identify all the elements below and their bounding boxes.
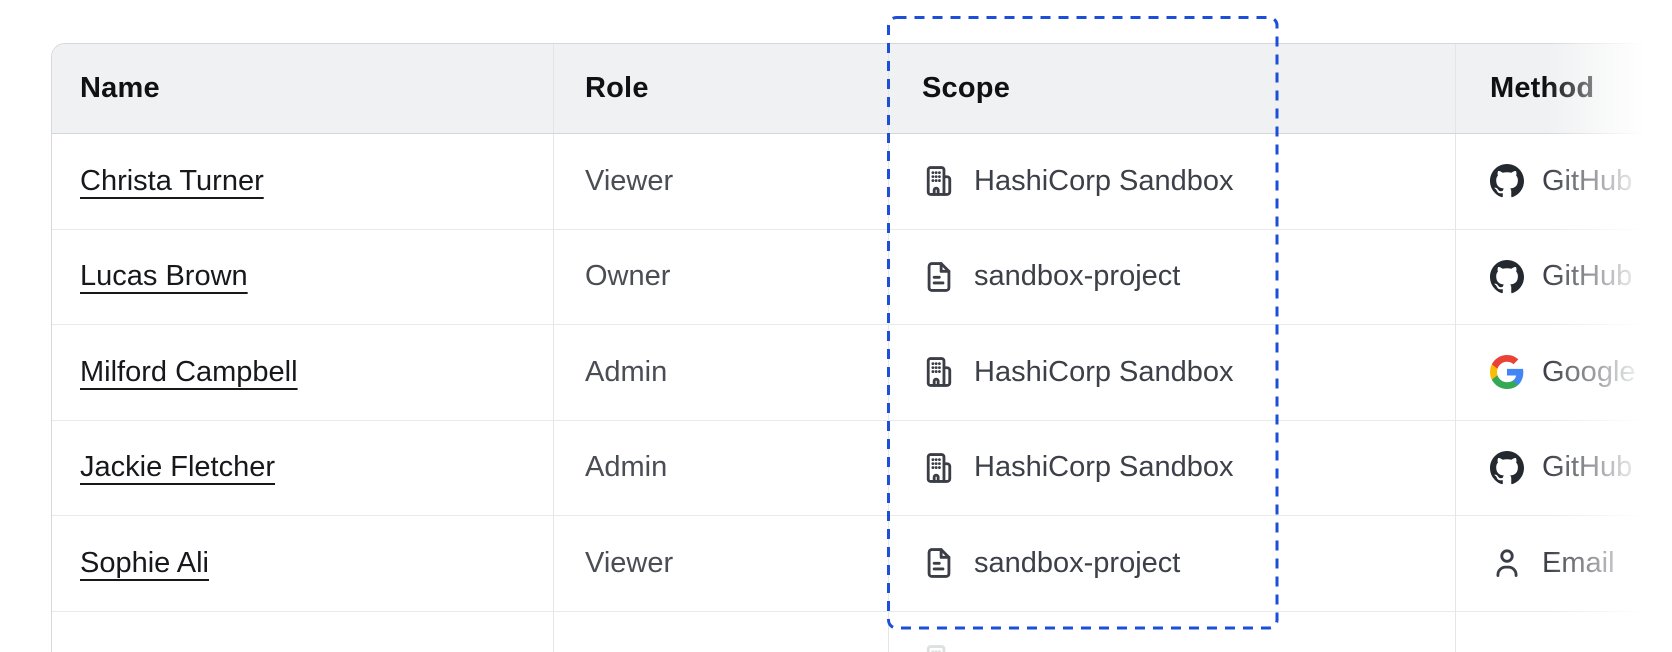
member-name-link[interactable]: Sophie Ali bbox=[80, 546, 209, 579]
method-label: GitHub bbox=[1542, 260, 1633, 293]
name-cell: Lucas Brown bbox=[52, 229, 554, 324]
name-cell: Christa Turner bbox=[52, 134, 554, 229]
role-cell bbox=[554, 611, 889, 652]
google-icon bbox=[1490, 355, 1524, 389]
scope-label: sandbox-project bbox=[974, 260, 1181, 293]
table-header-row: Name Role Scope Method bbox=[52, 44, 1672, 134]
role-value: Admin bbox=[585, 451, 668, 484]
member-name-link[interactable]: Milford Campbell bbox=[80, 355, 298, 388]
column-header-method: Method bbox=[1490, 72, 1595, 104]
members-table: Name Role Scope Method Christa Turner Vi… bbox=[51, 43, 1672, 652]
name-cell bbox=[52, 611, 554, 652]
method-cell: GitHub bbox=[1456, 421, 1672, 516]
role-cell: Owner bbox=[554, 229, 889, 324]
method-cell: Google bbox=[1456, 325, 1672, 420]
method-cell: Email bbox=[1456, 516, 1672, 611]
scope-cell: HashiCorp Sandbox bbox=[889, 134, 1456, 229]
column-header-name: Name bbox=[52, 44, 554, 133]
column-header-role: Role bbox=[554, 44, 889, 133]
member-name-link[interactable]: Lucas Brown bbox=[80, 260, 248, 293]
method-label: Google bbox=[1542, 355, 1636, 388]
organization-icon bbox=[922, 643, 956, 652]
scope-cell: HashiCorp Sandbox bbox=[889, 420, 1456, 515]
role-value: Owner bbox=[585, 260, 671, 293]
scope-cell: HashiCorp Sandbox bbox=[889, 325, 1456, 420]
column-header-scope: Scope bbox=[889, 44, 1456, 133]
member-name-link[interactable]: Christa Turner bbox=[80, 164, 264, 197]
organization-icon bbox=[922, 164, 956, 198]
person-icon bbox=[1490, 546, 1524, 580]
method-cell: GitHub bbox=[1456, 134, 1672, 229]
scope-label: HashiCorp Sandbox bbox=[974, 355, 1234, 388]
organization-icon bbox=[922, 451, 956, 485]
role-value: Viewer bbox=[585, 546, 674, 579]
github-icon bbox=[1490, 164, 1524, 198]
name-cell: Milford Campbell bbox=[52, 325, 554, 420]
scope-cell: sandbox-project bbox=[889, 516, 1456, 611]
method-cell: GitHub bbox=[1456, 230, 1672, 325]
file-icon bbox=[922, 546, 956, 580]
scope-cell: sandbox-project bbox=[889, 229, 1456, 324]
file-icon bbox=[922, 260, 956, 294]
role-value: Admin bbox=[585, 355, 668, 388]
table-row: Jackie Fletcher Admin HashiCorp Sandbox … bbox=[52, 420, 1672, 516]
name-cell: Jackie Fletcher bbox=[52, 420, 554, 515]
role-cell: Viewer bbox=[554, 516, 889, 611]
role-value: Viewer bbox=[585, 164, 674, 197]
table-row: Sophie Ali Viewer sandbox-project Email bbox=[52, 516, 1672, 612]
role-cell: Viewer bbox=[554, 134, 889, 229]
role-cell: Admin bbox=[554, 420, 889, 515]
scope-label: sandbox-project bbox=[974, 546, 1181, 579]
table-row-partial bbox=[52, 611, 1672, 652]
github-icon bbox=[1490, 451, 1524, 485]
method-cell bbox=[1456, 612, 1672, 652]
role-cell: Admin bbox=[554, 325, 889, 420]
scope-cell bbox=[889, 611, 1456, 652]
table-row: Lucas Brown Owner sandbox-project GitHub bbox=[52, 229, 1672, 325]
github-icon bbox=[1490, 260, 1524, 294]
table-row: Christa Turner Viewer HashiCorp Sandbox … bbox=[52, 134, 1672, 230]
method-label: Email bbox=[1542, 546, 1615, 579]
name-cell: Sophie Ali bbox=[52, 516, 554, 611]
scope-label: HashiCorp Sandbox bbox=[974, 164, 1234, 197]
member-name-link[interactable]: Jackie Fletcher bbox=[80, 451, 276, 484]
method-label: GitHub bbox=[1542, 451, 1633, 484]
table-row: Milford Campbell Admin HashiCorp Sandbox… bbox=[52, 325, 1672, 421]
method-label: GitHub bbox=[1542, 164, 1633, 197]
organization-icon bbox=[922, 355, 956, 389]
scope-label: HashiCorp Sandbox bbox=[974, 451, 1234, 484]
table-body: Christa Turner Viewer HashiCorp Sandbox … bbox=[52, 134, 1672, 652]
